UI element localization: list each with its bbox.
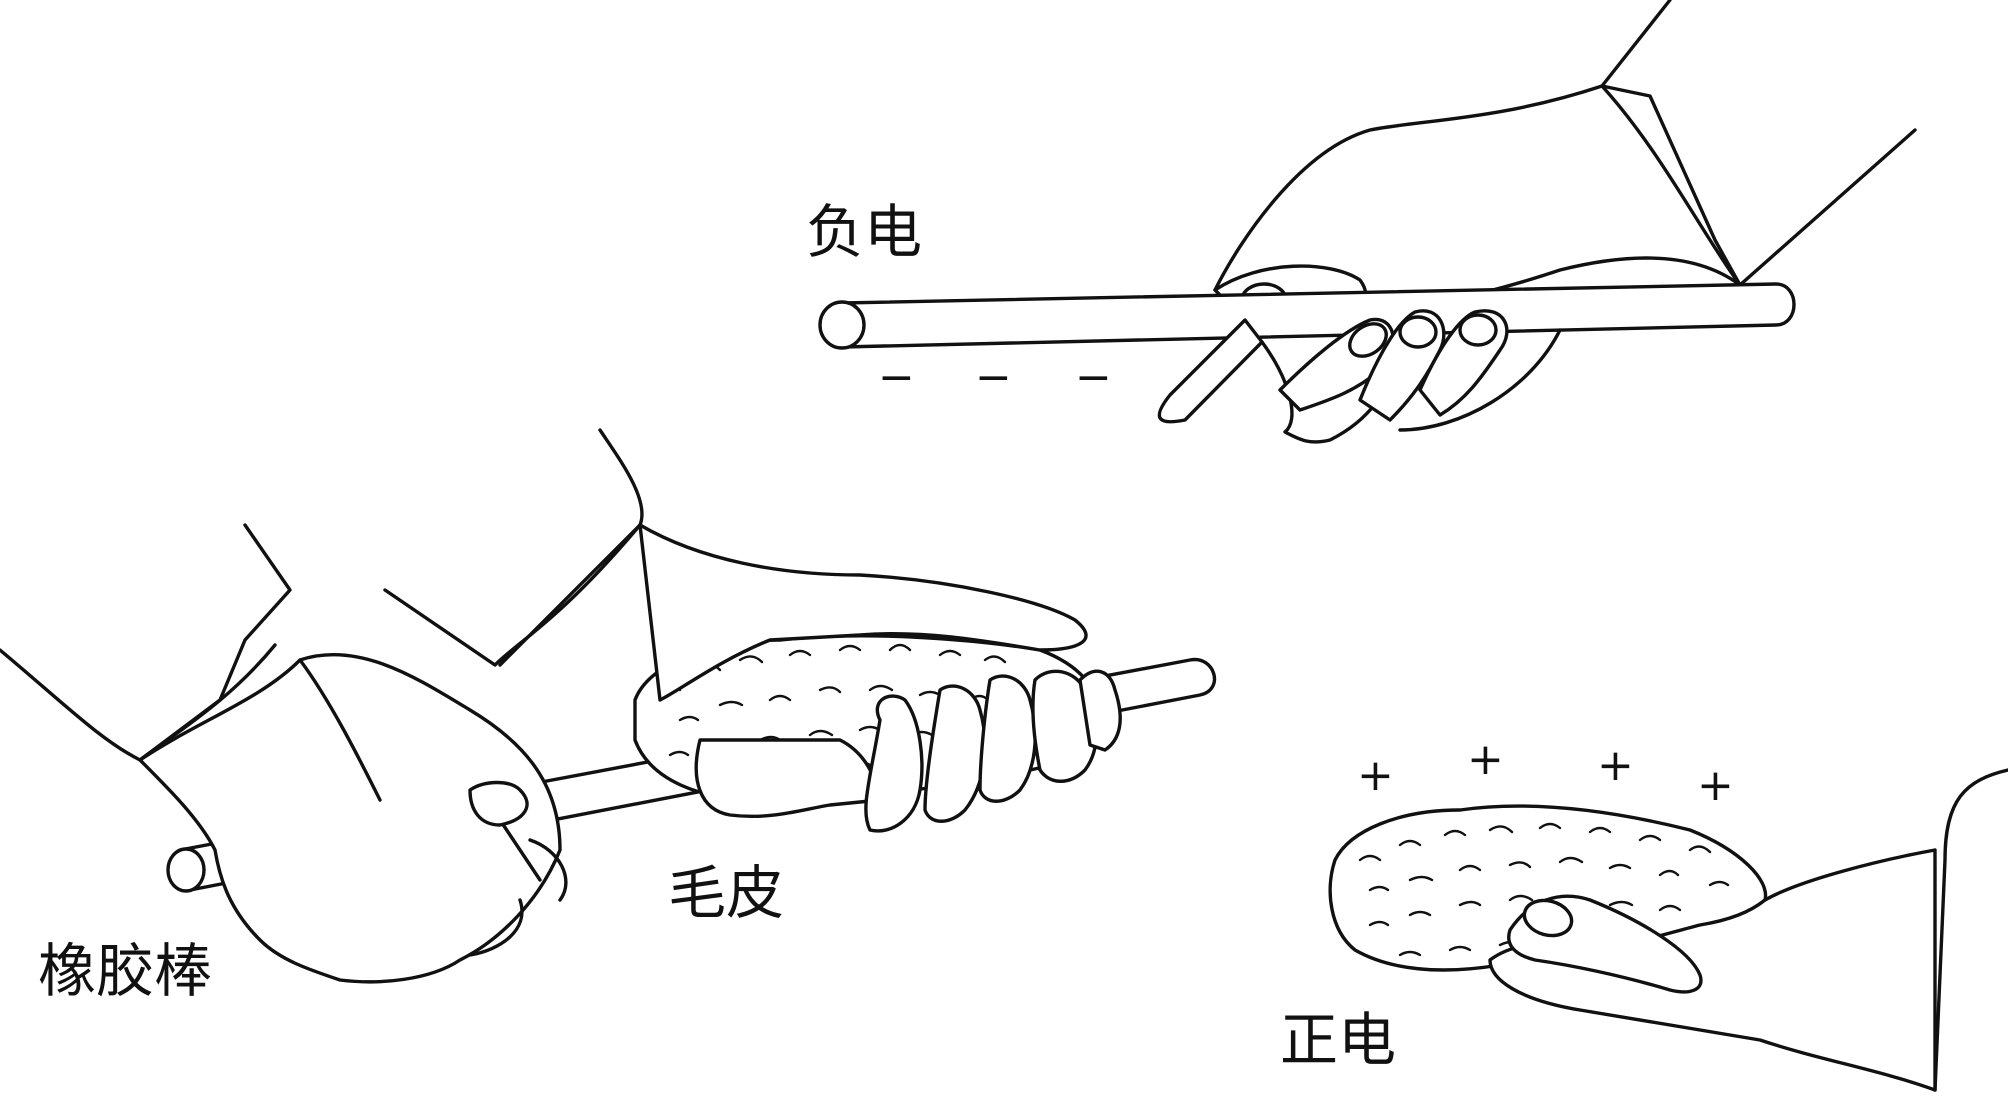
right-hand — [638, 523, 1122, 833]
bottom-hand-group — [1328, 768, 2008, 1092]
label-positive: 正电 — [1280, 1006, 1396, 1074]
right-sleeve — [498, 428, 644, 667]
minus-sign: − — [975, 352, 1012, 403]
left-hand — [138, 653, 568, 984]
negative-charge-signs: − − − — [878, 352, 1112, 403]
minus-sign: − — [878, 352, 915, 403]
plus-sign: + — [1597, 740, 1634, 791]
bottom-thumbnail — [1522, 898, 1574, 938]
top-hand-group — [1213, 0, 1917, 322]
minus-sign: − — [1075, 352, 1112, 403]
top-fingers — [1157, 309, 1562, 444]
top-sleeve — [1600, 0, 1917, 287]
label-negative: 负电 — [806, 198, 922, 266]
label-rubber-rod: 橡胶棒 — [38, 937, 212, 1005]
top-rod — [818, 282, 1796, 350]
label-fur: 毛皮 — [668, 859, 784, 927]
plus-sign: + — [1357, 750, 1394, 801]
bottom-sleeve — [1933, 768, 2008, 1092]
plus-sign: + — [1697, 760, 1734, 811]
left-arm-group — [0, 428, 644, 762]
plus-sign: + — [1467, 734, 1504, 785]
positive-charge-signs: + + + + — [1357, 734, 1734, 811]
